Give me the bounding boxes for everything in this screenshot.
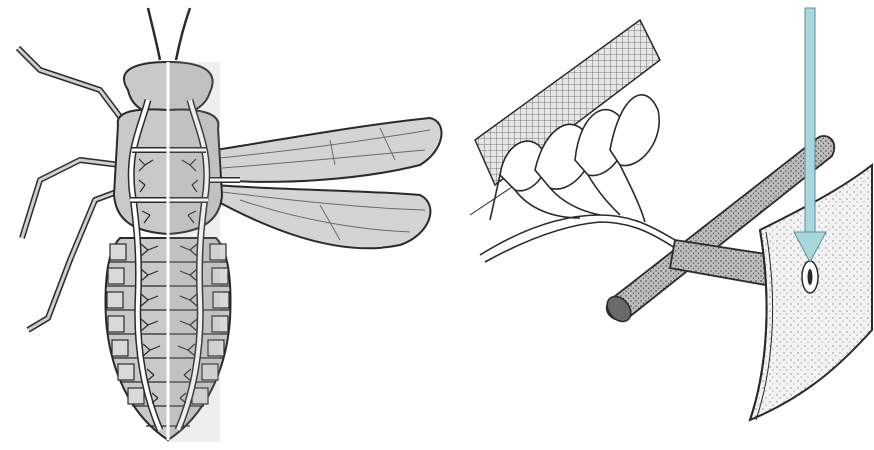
forewing bbox=[215, 118, 441, 182]
leg-front-left-inner bbox=[18, 48, 130, 130]
trachea-tracheoles-spiracle-illustration bbox=[460, 0, 874, 450]
antenna-right bbox=[176, 8, 190, 60]
trachea-svg bbox=[460, 0, 874, 450]
shaded-half bbox=[168, 62, 220, 442]
leg-front-left bbox=[18, 48, 130, 130]
antenna-left bbox=[148, 8, 160, 60]
insect-svg bbox=[0, 0, 450, 450]
insect-tracheal-system-illustration bbox=[0, 0, 450, 450]
